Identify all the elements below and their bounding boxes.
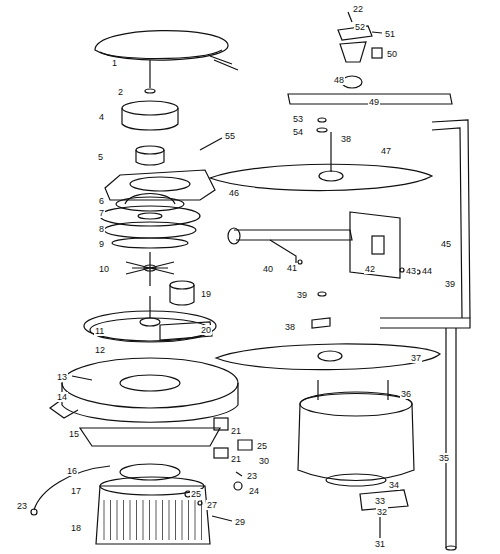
callout-number: 8: [98, 224, 105, 234]
callout-number: 52: [354, 22, 366, 32]
callout-number: 49: [368, 97, 380, 107]
callout-number: 23: [246, 471, 258, 481]
callout-number: 40: [262, 264, 274, 274]
callout-number: 5: [97, 152, 104, 162]
callout-number: 54: [292, 127, 304, 137]
callout-number: 51: [384, 29, 396, 39]
callout-number: 41: [286, 263, 298, 273]
callout-number: 32: [376, 507, 388, 517]
callout-number: 30: [258, 456, 270, 466]
callout-number: 34: [388, 480, 400, 490]
callout-number: 10: [98, 264, 110, 274]
callout-number: 25: [190, 489, 202, 499]
callout-number: 45: [440, 239, 452, 249]
callout-number: 1: [111, 58, 118, 68]
callout-number: 53: [292, 114, 304, 124]
callout-number: 6: [98, 196, 105, 206]
callout-number: 38: [340, 134, 352, 144]
callout-number: 50: [386, 49, 398, 59]
callout-number: 37: [410, 353, 422, 363]
callout-number: 44: [421, 266, 433, 276]
callout-number: 47: [380, 146, 392, 156]
callout-number: 21: [230, 454, 242, 464]
callout-number: 7: [98, 208, 105, 218]
callout-number: 43: [405, 266, 417, 276]
callout-number: 42: [364, 264, 376, 274]
callout-number: 35: [438, 453, 450, 463]
callout-number: 27: [206, 500, 218, 510]
callout-number: 13: [56, 372, 68, 382]
callout-number: 15: [68, 429, 80, 439]
callout-number: 14: [56, 392, 68, 402]
callout-number: 24: [248, 486, 260, 496]
callout-number: 20: [200, 325, 212, 335]
callout-number: 9: [98, 239, 105, 249]
callout-number: 23: [16, 501, 28, 511]
callout-number: 21: [230, 426, 242, 436]
callout-number: 31: [374, 539, 386, 549]
callout-number: 11: [94, 326, 105, 336]
callout-number: 36: [400, 389, 412, 399]
callout-number: 19: [200, 289, 212, 299]
callout-number: 46: [228, 188, 240, 198]
callout-number: 48: [333, 75, 345, 85]
callout-number: 25: [256, 441, 268, 451]
callout-number: 39: [296, 290, 308, 300]
callout-number: 22: [352, 4, 364, 14]
callout-number: 55: [224, 131, 236, 141]
callout-number: 18: [70, 523, 82, 533]
callout-number: 17: [70, 486, 82, 496]
callout-number: 39: [444, 279, 456, 289]
callout-number: 2: [117, 87, 124, 97]
callout-number: 4: [98, 112, 105, 122]
callout-number: 38: [284, 322, 296, 332]
callout-number: 29: [234, 517, 246, 527]
callout-number: 33: [374, 496, 386, 506]
callout-number: 12: [94, 345, 106, 355]
callout-number: 16: [66, 466, 78, 476]
